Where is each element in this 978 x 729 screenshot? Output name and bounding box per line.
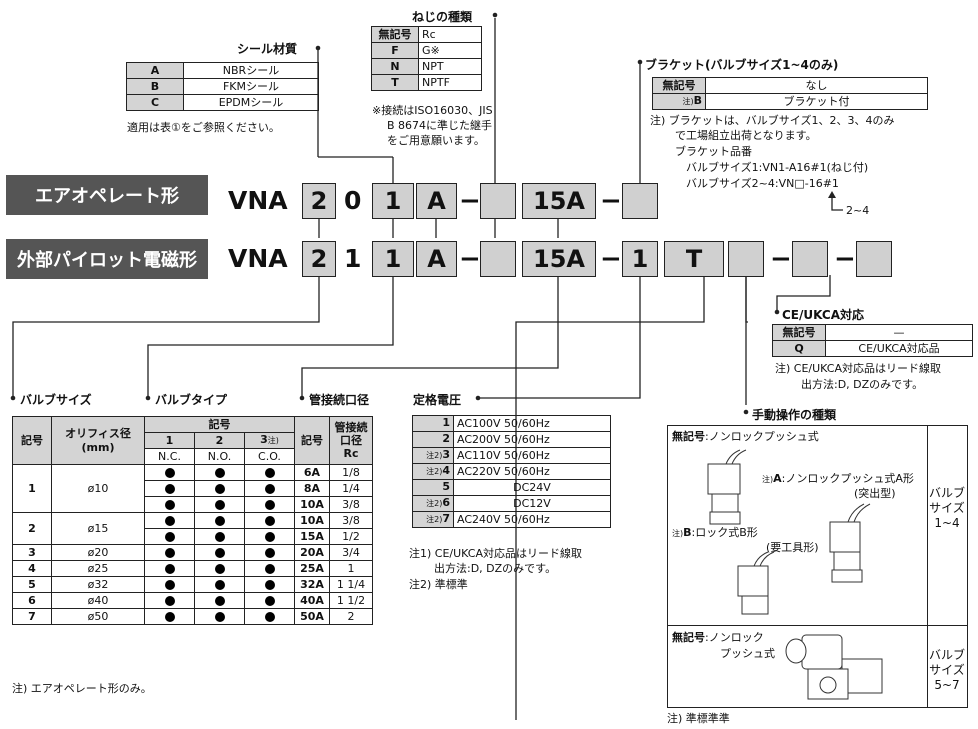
air-seal-box: A [416,183,457,219]
ext-dash-1: − [459,244,481,274]
ext-port-box: 15A [522,241,596,277]
voltage-note-3: 注2) 準標準 [409,578,468,591]
air-dash-2: − [600,186,622,216]
ext-voltage-box: 1 [622,241,658,277]
bracket-arrow-label: 2~4 [846,204,870,217]
air-bracket-box [622,183,658,219]
ext-dash-2: − [600,244,622,274]
air-prefix: VNA [228,186,288,215]
seal-note: 適用は表①をご参照ください。 [127,121,280,134]
air-fixed-0: 0 [344,186,362,215]
voltage-note-1: 注1) CE/UKCA対応品はリード線取 [409,547,582,560]
bracket-note-4: バルブサイズ1:VN1-A16#1(ねじ付) [686,161,869,174]
voltage-note-2: 出方法:D, DZのみです。 [434,562,557,575]
air-dash-1: − [459,186,481,216]
ext-bracket-box-2 [856,241,892,277]
ext-dash-3: − [770,244,792,274]
air-size-box: 2 [302,183,336,219]
ext-seal-box: A [416,241,457,277]
bracket-note-5: バルブサイズ2~4:VN□-16#1 [686,177,839,190]
ext-bracket-box-1 [792,241,828,277]
air-operated-banner: エアオペレート形 [6,175,208,215]
valve-type-title: バルブタイプ [155,393,228,407]
ce-title: CE/UKCA対応 [782,308,864,322]
bracket-note-2: で工場組立出荷となります。 [675,129,817,142]
ext-dash-4: − [834,244,856,274]
ext-ce-box [728,241,764,277]
port-size-title: 管接続口径 [309,393,370,407]
thread-note-3: をご用意願います。 [387,134,485,147]
bracket-note-3: ブラケット品番 [675,145,752,158]
manual-title: 手動操作の種類 [752,408,837,422]
seal-title: シール材質 [237,42,298,56]
large-valve-illustration [785,634,883,700]
valve-illustrations [707,449,871,615]
air-type-box: 1 [372,183,414,219]
air-port-box: 15A [522,183,596,219]
valve-size-title: バルブサイズ [20,393,92,407]
ext-prefix: VNA [228,244,288,273]
external-pilot-banner: 外部パイロット電磁形 [6,239,208,279]
manual-note: 注) 準標準準 [667,712,730,725]
manual-table: 無記号:ノンロックプッシュ式 注)A:ノンロックプッシュ式A形 (突出型) 注)… [667,425,968,708]
thread-title: ねじの種類 [412,10,473,24]
ext-manual-box: T [664,241,724,277]
ext-thread-box [480,241,516,277]
voltage-title: 定格電圧 [413,393,462,407]
bracket-note-1: 注) ブラケットは、バルブサイズ1、2、3、4のみ [650,114,895,127]
thread-note-2: B 8674に準じた継手 [387,119,493,132]
thread-note-1: ※接続はISO16030、JIS [372,104,493,117]
ce-note-2: 出方法:D, DZのみです。 [801,378,924,391]
ext-size-box: 2 [302,241,336,277]
ce-note-1: 注) CE/UKCA対応品はリード線取 [775,362,941,375]
bracket-title: ブラケット(バルブサイズ1~4のみ) [645,58,839,72]
valve-note: 注) エアオペレート形のみ。 [12,682,152,695]
ext-type-box: 1 [372,241,414,277]
ext-fixed-1: 1 [344,244,362,273]
air-thread-box [480,183,516,219]
